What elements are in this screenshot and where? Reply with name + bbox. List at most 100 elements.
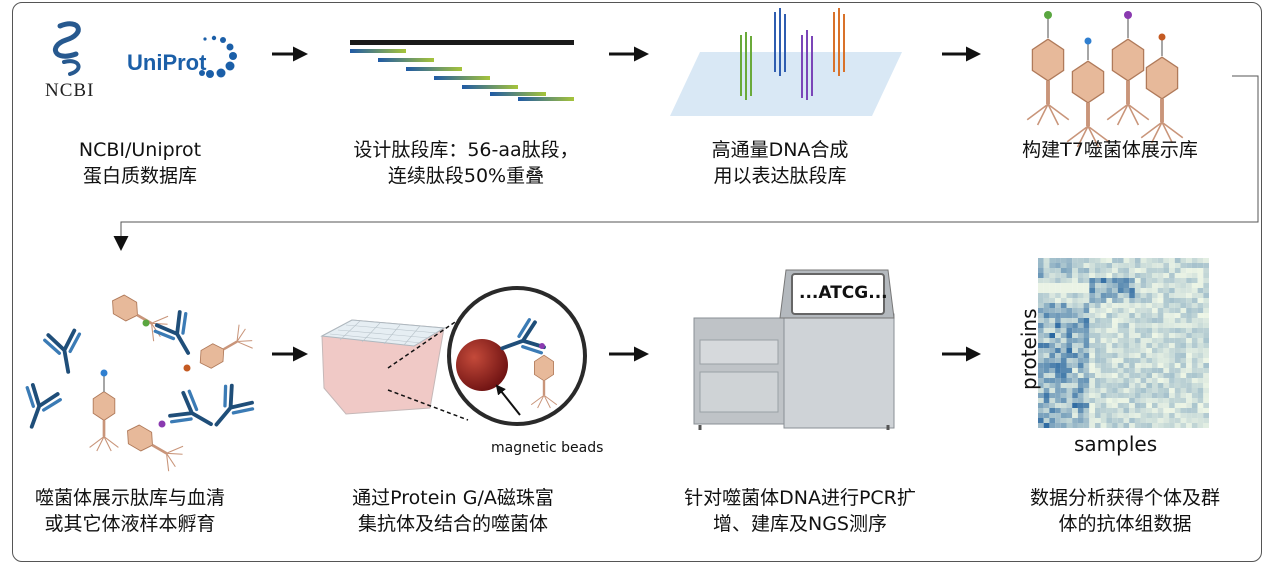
heatmap-cell <box>1174 413 1181 418</box>
heatmap-cell <box>1191 258 1198 263</box>
heatmap-cell <box>1123 378 1130 383</box>
heatmap-cell <box>1157 398 1164 403</box>
heatmap-cell <box>1146 353 1152 358</box>
heatmap-cell <box>1095 408 1101 413</box>
heatmap-cell <box>1106 368 1113 373</box>
heatmap-cell <box>1146 338 1152 343</box>
heatmap-cell <box>1140 268 1147 273</box>
heatmap-cell <box>1191 268 1198 273</box>
heatmap-cell <box>1066 388 1073 393</box>
heatmap-cell <box>1055 283 1061 288</box>
heatmap-cell <box>1100 298 1107 303</box>
heatmap-cell <box>1152 373 1158 378</box>
heatmap-cell <box>1066 378 1073 383</box>
heatmap-cell <box>1152 378 1158 383</box>
heatmap-cell <box>1100 328 1107 333</box>
heatmap-cell <box>1123 358 1130 363</box>
heatmap-cell <box>1060 328 1067 333</box>
heatmap-cell <box>1049 388 1056 393</box>
heatmap-cell <box>1174 288 1181 293</box>
heatmap-cell <box>1129 293 1135 298</box>
heatmap-cell <box>1066 353 1073 358</box>
heatmap-cell <box>1180 378 1187 383</box>
heatmap-cell <box>1129 363 1135 368</box>
heatmap-cell <box>1146 413 1152 418</box>
heatmap-cell <box>1089 308 1095 313</box>
heatmap-cell <box>1066 348 1073 353</box>
heatmap-cell <box>1157 278 1164 283</box>
heatmap-cell <box>1072 323 1078 328</box>
heatmap-cell <box>1077 368 1084 373</box>
heatmap-cell <box>1106 383 1113 388</box>
heatmap-cell <box>1100 373 1107 378</box>
heatmap-cell <box>1180 408 1187 413</box>
heatmap-cell <box>1100 368 1107 373</box>
heatmap-cell <box>1174 348 1181 353</box>
heatmap-cell <box>1152 313 1158 318</box>
heatmap-cell <box>1123 408 1130 413</box>
heatmap-cell <box>1134 398 1141 403</box>
heatmap-cell <box>1191 338 1198 343</box>
heatmap-cell <box>1134 298 1141 303</box>
heatmap-cell <box>1197 263 1204 268</box>
heatmap-cell <box>1134 388 1141 393</box>
diagram-frame <box>12 2 1262 562</box>
heatmap-cell <box>1163 288 1170 293</box>
heatmap-cell <box>1072 363 1078 368</box>
heatmap-cell <box>1112 283 1118 288</box>
heatmap-cell <box>1060 348 1067 353</box>
heatmap-cell <box>1134 403 1141 408</box>
heatmap-cell <box>1152 353 1158 358</box>
heatmap-cell <box>1186 273 1192 278</box>
heatmap-cell <box>1134 413 1141 418</box>
heatmap-cell <box>1180 268 1187 273</box>
heatmap-cell <box>1112 293 1118 298</box>
heatmap-cell <box>1197 313 1204 318</box>
heatmap-cell <box>1157 258 1164 263</box>
heatmap-cell <box>1049 328 1056 333</box>
heatmap-cell <box>1060 353 1067 358</box>
heatmap-cell <box>1083 348 1090 353</box>
heatmap-cell <box>1089 288 1095 293</box>
heatmap-cell <box>1038 368 1044 373</box>
heatmap-cell <box>1083 388 1090 393</box>
heatmap-cell <box>1140 313 1147 318</box>
heatmap-cell <box>1157 308 1164 313</box>
heatmap-cell <box>1191 273 1198 278</box>
heatmap-cell <box>1169 348 1175 353</box>
heatmap-cell <box>1169 278 1175 283</box>
heatmap-cell <box>1066 418 1073 423</box>
heatmap-cell <box>1197 403 1204 408</box>
heatmap-cell <box>1043 353 1050 358</box>
heatmap-cell <box>1112 263 1118 268</box>
heatmap-cell <box>1152 413 1158 418</box>
heatmap-cell <box>1117 343 1124 348</box>
heatmap-cell <box>1060 418 1067 423</box>
heatmap-cell <box>1140 348 1147 353</box>
heatmap-cell <box>1186 423 1192 428</box>
heatmap-cell <box>1077 278 1084 283</box>
heatmap-cell <box>1055 303 1061 308</box>
heatmap-cell <box>1134 363 1141 368</box>
heatmap-cell <box>1134 368 1141 373</box>
heatmap-cell <box>1174 263 1181 268</box>
heatmap-cell <box>1163 298 1170 303</box>
heatmap-cell <box>1095 283 1101 288</box>
heatmap-cell <box>1174 273 1181 278</box>
heatmap-cell <box>1049 278 1056 283</box>
heatmap-cell <box>1129 373 1135 378</box>
heatmap-cell <box>1174 343 1181 348</box>
heatmap-cell <box>1089 423 1095 428</box>
heatmap-cell <box>1117 338 1124 343</box>
heatmap-cell <box>1157 338 1164 343</box>
heatmap-cell <box>1055 343 1061 348</box>
heatmap-y-label: proteins <box>1017 308 1041 390</box>
ncbi-logo <box>52 21 81 76</box>
heatmap-cell <box>1066 288 1073 293</box>
heatmap-cell <box>1191 303 1198 308</box>
heatmap-cell <box>1186 278 1192 283</box>
heatmap-cell <box>1089 358 1095 363</box>
heatmap-cell <box>1186 338 1192 343</box>
heatmap-cell <box>1072 398 1078 403</box>
heatmap-cell <box>1117 278 1124 283</box>
